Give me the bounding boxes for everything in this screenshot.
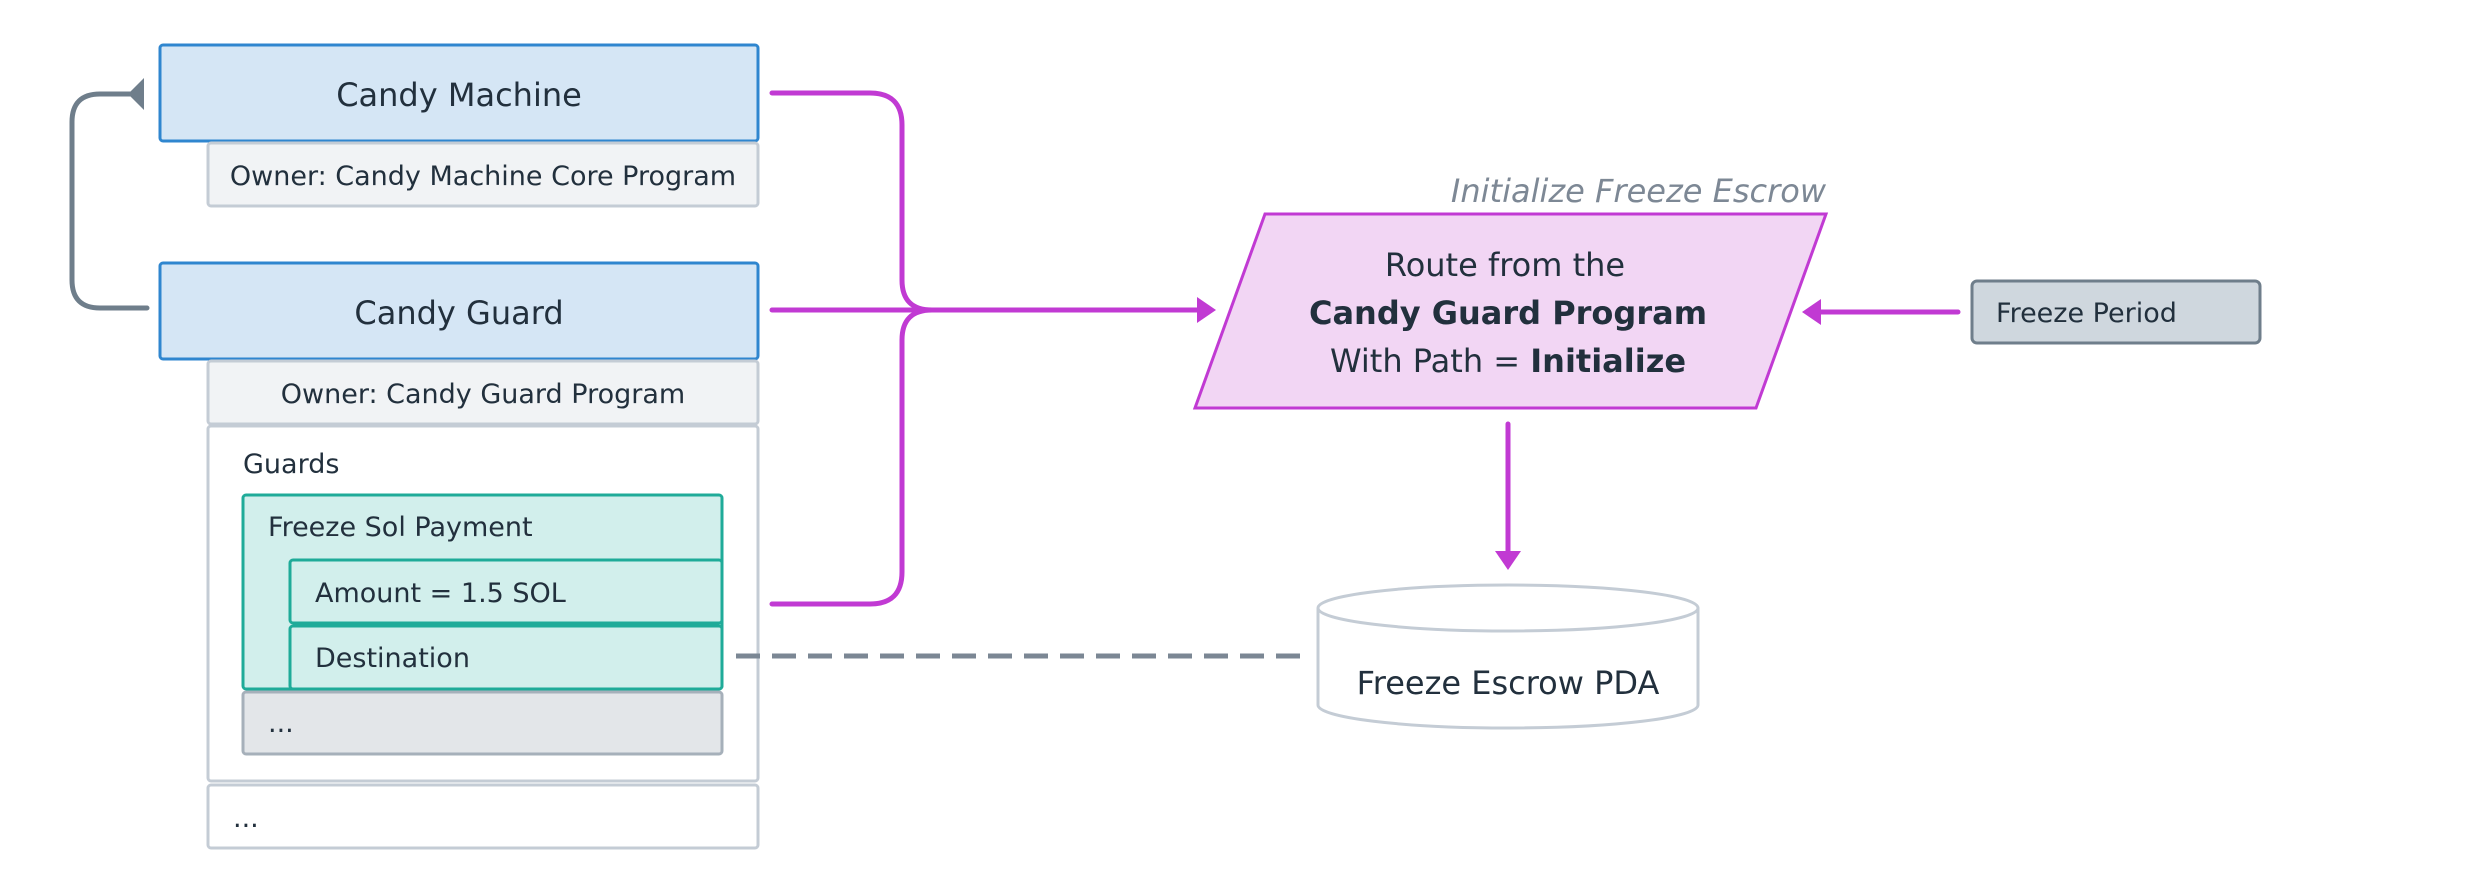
- instruction-line-path: With Path = Initialize: [1330, 342, 1686, 380]
- freeze-period-label: Freeze Period: [1996, 298, 2177, 329]
- destination-label: Destination: [315, 643, 470, 674]
- candy-machine-account[interactable]: Candy Machine: [158, 43, 760, 143]
- amount-setting: Amount = 1.5 SOL: [288, 558, 724, 625]
- initialize-instruction[interactable]: Route from the Candy Guard Program With …: [1192, 212, 1829, 410]
- instruction-to-pda-connector: [1495, 421, 1521, 570]
- amount-label: Amount = 1.5 SOL: [315, 578, 566, 609]
- instruction-caption: Initialize Freeze Escrow: [1451, 172, 1827, 210]
- destination-setting: Destination: [288, 624, 724, 691]
- guard-ellipsis-label: ...: [268, 708, 294, 739]
- instruction-line-route: Route from the: [1385, 246, 1625, 284]
- guards-label: Guards: [243, 449, 339, 480]
- connector-guard-to-machine: [69, 78, 150, 311]
- freeze-period-connector: [1802, 299, 1961, 325]
- candy-machine-title: Candy Machine: [336, 76, 582, 114]
- guard-ellipsis-row: ...: [241, 690, 724, 756]
- freeze-escrow-pda[interactable]: Freeze Escrow PDA: [1316, 583, 1700, 730]
- account-ellipsis-label: ...: [233, 803, 259, 834]
- instruction-line-program: Candy Guard Program: [1309, 294, 1707, 332]
- candy-guard-title: Candy Guard: [354, 294, 563, 332]
- candy-guard-owner: Owner: Candy Guard Program: [206, 359, 760, 426]
- freeze-period-argument[interactable]: Freeze Period: [1970, 279, 2262, 345]
- freeze-sol-payment-label: Freeze Sol Payment: [268, 512, 533, 543]
- candy-guard-owner-label: Owner: Candy Guard Program: [281, 379, 685, 410]
- candy-guard-account[interactable]: Candy Guard: [158, 261, 760, 361]
- account-ellipsis-row: ...: [206, 783, 760, 850]
- candy-machine-owner-label: Owner: Candy Machine Core Program: [230, 161, 736, 192]
- instruction-path-value: Initialize: [1530, 342, 1686, 380]
- instruction-path-prefix: With Path =: [1330, 342, 1530, 380]
- accounts-to-instruction-connector: [769, 90, 1216, 607]
- candy-machine-owner: Owner: Candy Machine Core Program: [206, 141, 760, 208]
- freeze-escrow-pda-label: Freeze Escrow PDA: [1357, 664, 1660, 702]
